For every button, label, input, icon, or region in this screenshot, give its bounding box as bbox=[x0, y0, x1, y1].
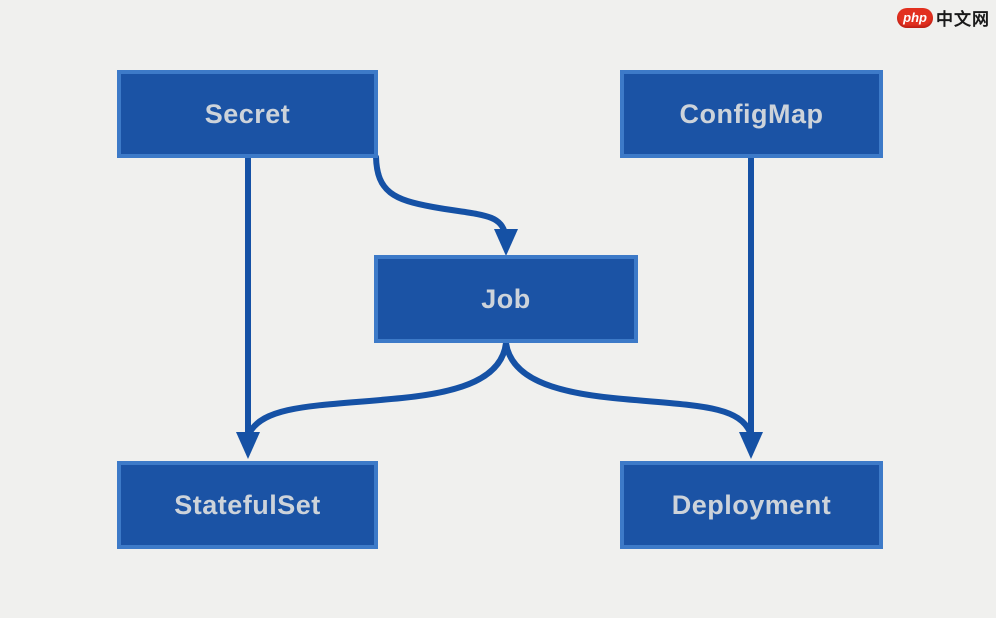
node-job-label: Job bbox=[481, 283, 531, 314]
node-secret-label: Secret bbox=[204, 98, 291, 129]
edge-secret-job bbox=[373, 154, 508, 237]
node-configmap: ConfigMap bbox=[620, 70, 883, 158]
edge-job-statefulset bbox=[247, 340, 509, 435]
node-statefulset-label: StatefulSet bbox=[174, 489, 321, 520]
node-deployment-label: Deployment bbox=[671, 489, 832, 520]
node-secret: Secret bbox=[117, 70, 378, 158]
arrowhead-job bbox=[494, 229, 518, 256]
edge-job-deployment bbox=[503, 340, 753, 435]
node-job: Job bbox=[374, 255, 638, 343]
node-configmap-label: ConfigMap bbox=[679, 98, 824, 129]
node-deployment: Deployment bbox=[620, 461, 883, 549]
watermark-logo: php 中文网 bbox=[897, 5, 990, 30]
arrowhead-statefulset bbox=[236, 432, 260, 459]
node-statefulset: StatefulSet bbox=[117, 461, 378, 549]
arrowhead-deployment bbox=[739, 432, 763, 459]
php-badge: php bbox=[897, 7, 933, 28]
watermark-text: 中文网 bbox=[936, 10, 990, 29]
